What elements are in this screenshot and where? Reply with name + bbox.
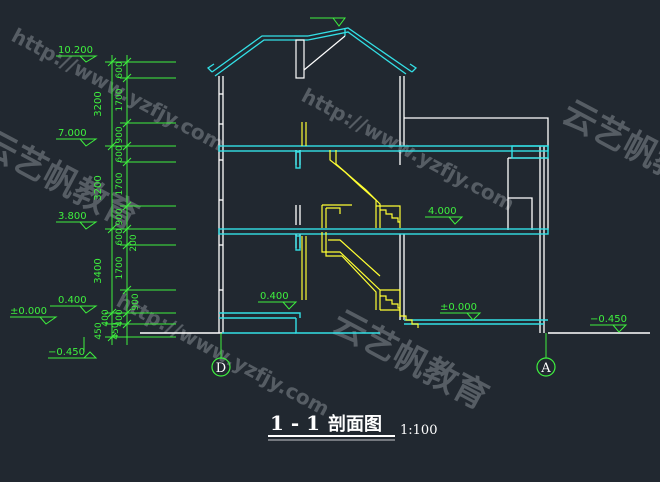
dim-label: 450 — [94, 322, 104, 339]
dim-label: 3200 — [93, 175, 104, 200]
elevation-label: 7.000 — [58, 128, 87, 139]
watermark-brand: 云艺帆教育 — [556, 93, 660, 208]
elevation-label: ±0.000 — [10, 306, 47, 317]
dim-label: 400 — [101, 309, 111, 326]
dim-label: 1700 — [115, 256, 125, 279]
title-scale: 1:100 — [400, 423, 437, 438]
watermark-url: http://www.yzfjy.com — [298, 83, 519, 216]
dim-label: 900 — [115, 208, 125, 225]
elevation-label: −0.450 — [48, 347, 85, 358]
dimension-lines — [105, 55, 176, 345]
elevation-label: 4.000 — [428, 206, 457, 217]
elevation-labels-left: 10.200 7.000 3.800 0.400 ±0.000 −0.450 — [10, 45, 93, 358]
roof — [206, 27, 418, 77]
inner-dimension-labels: 600 1700 900 600 1700 900 600 200 1700 9… — [101, 61, 141, 326]
dim-label: 400 — [115, 309, 125, 326]
axis-bubble-right[interactable]: A — [536, 357, 556, 377]
floor-slabs — [218, 145, 549, 334]
elevation-labels-inner: 4.000 0.400 ±0.000 −0.450 — [260, 206, 627, 325]
dim-label: 3200 — [93, 91, 104, 116]
drawing-title: 1 - 1 剖面图 1:100 — [268, 411, 437, 441]
title-number: 1 - 1 — [270, 411, 320, 435]
dim-label: 600 — [115, 61, 125, 78]
axis-label-left: D — [216, 361, 226, 376]
axis-bubble-left[interactable]: D — [211, 357, 231, 377]
axis-lines — [220, 333, 547, 358]
stairs — [301, 122, 419, 328]
dim-label: 450 — [111, 322, 121, 339]
elevation-label: 0.400 — [58, 295, 87, 306]
dim-label: 900 — [131, 293, 141, 310]
dim-label: 600 — [115, 228, 125, 245]
roof-attic-walls — [295, 35, 346, 79]
outer-dimension-labels: 3200 3200 3400 450 450 — [93, 91, 121, 339]
elevation-label: 10.200 — [58, 45, 93, 56]
dim-label: 600 — [115, 145, 125, 162]
axis-label-right: A — [540, 361, 551, 376]
dim-label: 1700 — [115, 172, 125, 195]
elevation-label: 3.800 — [58, 211, 87, 222]
elevation-label: ±0.000 — [440, 302, 477, 313]
elevation-label: 0.400 — [260, 291, 289, 302]
elevation-markers-inner — [258, 17, 628, 333]
elevation-label: −0.450 — [590, 314, 627, 325]
title-name: 剖面图 — [328, 413, 382, 435]
elevation-markers-left — [10, 55, 98, 359]
dim-label: 200 — [129, 234, 139, 251]
watermarks: http://www.yzfjy.com http://www.yzfjy.co… — [0, 23, 660, 421]
dim-label: 3400 — [93, 258, 104, 283]
dim-label: 900 — [115, 126, 125, 143]
dim-label: 1700 — [115, 88, 125, 111]
